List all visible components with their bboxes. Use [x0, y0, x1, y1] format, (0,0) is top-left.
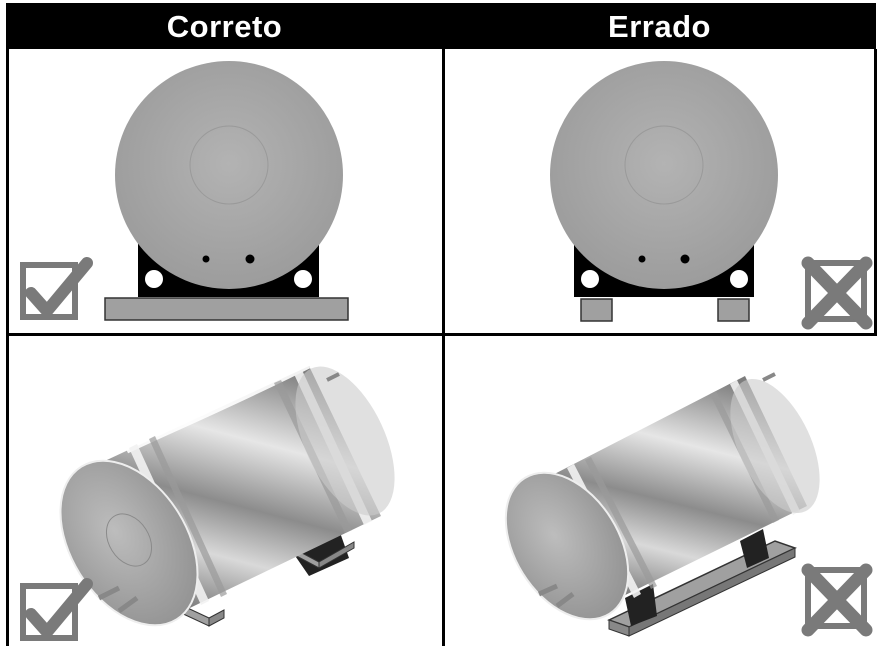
isometric-tank-continuous-base — [504, 372, 873, 637]
isometric-tank-two-blocks — [20, 363, 395, 641]
correct-column-title: Correto — [166, 9, 283, 44]
cross-icon — [801, 563, 873, 637]
panel-front-correct — [9, 49, 442, 333]
center-divider — [442, 49, 445, 646]
panel-isometric-wrong — [445, 336, 877, 646]
checkmark-icon — [20, 578, 93, 641]
row-divider — [6, 333, 877, 336]
left-border — [6, 49, 9, 646]
panel-front-wrong — [445, 49, 874, 333]
right-border — [874, 49, 877, 336]
wrong-column-title: Errado — [608, 9, 711, 44]
cross-icon — [801, 256, 873, 330]
front-view-tank-continuous-base — [20, 61, 349, 321]
header-bar — [6, 3, 876, 49]
front-view-tank-two-blocks — [550, 61, 873, 330]
panel-isometric-correct — [9, 336, 442, 646]
checkmark-icon — [20, 257, 93, 320]
